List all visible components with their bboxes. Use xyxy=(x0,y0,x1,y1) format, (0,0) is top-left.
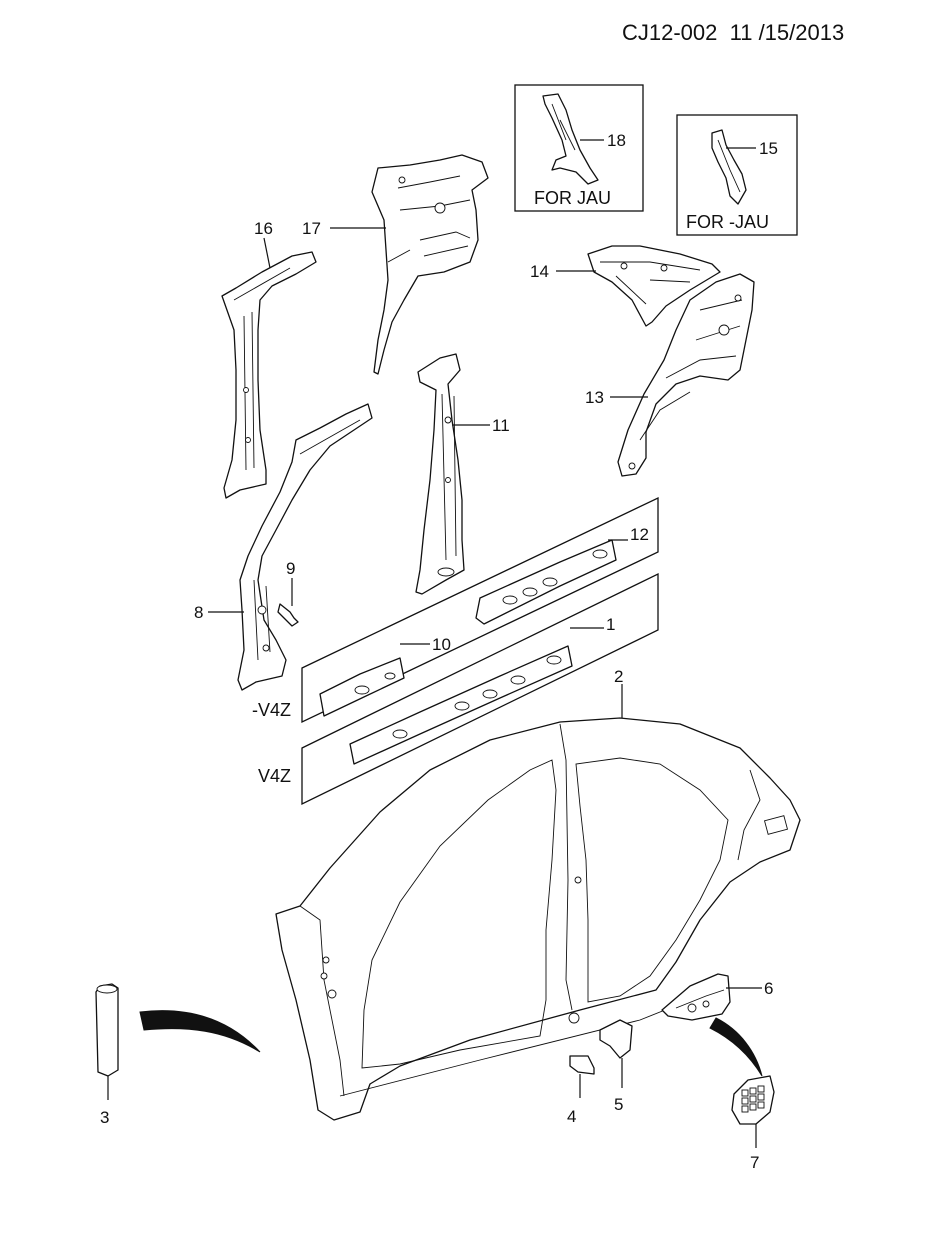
box-part-12: 12 10 -V4Z xyxy=(252,496,659,724)
box-for-not-jau: 15 FOR -JAU xyxy=(676,114,798,236)
callout-3: 3 xyxy=(100,1108,109,1127)
part-14-group: 14 xyxy=(530,245,721,327)
callout-12: 12 xyxy=(630,525,649,544)
part-9-bolt xyxy=(277,603,299,627)
diagram-code-date: CJ12-002 11 /15/2013 xyxy=(622,20,845,45)
callout-15: 15 xyxy=(759,139,778,158)
part-6-group: 6 xyxy=(661,973,773,1077)
part-2-body-side-panel xyxy=(275,717,801,1121)
part-8-a-pillar xyxy=(237,403,373,691)
callout-9: 9 xyxy=(286,559,295,578)
callout-6: 6 xyxy=(764,979,773,998)
part-3-seal-cap xyxy=(95,983,119,1077)
part-7-group: 7 xyxy=(731,1075,775,1172)
part-8-group: 8 xyxy=(194,403,373,691)
callout-14: 14 xyxy=(530,262,549,281)
part-18-reinforcement xyxy=(542,93,599,185)
indicator-arrow-3 xyxy=(139,1010,261,1053)
part-13-group: 13 xyxy=(585,273,755,477)
part-16-group: 16 xyxy=(221,219,317,499)
callout-11: 11 xyxy=(492,416,510,435)
part-3-group: 3 xyxy=(95,983,261,1127)
box-label-v4z: V4Z xyxy=(258,766,291,786)
callout-10: 10 xyxy=(432,635,451,654)
callout-18: 18 xyxy=(607,131,626,150)
part-17-inner-panel xyxy=(371,154,489,375)
part-5-reinforcement xyxy=(599,1019,633,1059)
callout-17: 17 xyxy=(302,219,321,238)
part-7-grid xyxy=(741,1085,765,1113)
box-for-jau: 18 FOR JAU xyxy=(514,84,644,212)
part-11-group: 11 xyxy=(415,353,510,595)
callout-4: 4 xyxy=(567,1107,576,1126)
box-label-minus-v4z: -V4Z xyxy=(252,700,291,720)
part-17-group: 17 xyxy=(302,154,489,375)
callout-13: 13 xyxy=(585,388,604,407)
box-label-for-not-jau: FOR -JAU xyxy=(686,212,769,232)
indicator-arrow-6 xyxy=(709,1017,763,1077)
box-part-1: 1 V4Z xyxy=(258,572,659,806)
box-label-for-jau: FOR JAU xyxy=(534,188,611,208)
part-11-b-pillar xyxy=(415,353,465,595)
part-4-bracket xyxy=(569,1055,595,1075)
callout-7: 7 xyxy=(750,1153,759,1172)
part-9-group: 9 xyxy=(277,559,299,627)
callout-2: 2 xyxy=(614,667,623,686)
part-13-wheelhouse xyxy=(617,273,755,477)
callout-1: 1 xyxy=(606,615,615,634)
callout-8: 8 xyxy=(194,603,203,622)
callout-5: 5 xyxy=(614,1095,623,1114)
part-5-group: 5 xyxy=(599,1019,633,1114)
part-4-group: 4 xyxy=(567,1055,595,1126)
part-6-fuel-door-housing xyxy=(661,973,731,1021)
callout-16: 16 xyxy=(254,219,273,238)
part-2-group: 2 xyxy=(275,667,801,1121)
